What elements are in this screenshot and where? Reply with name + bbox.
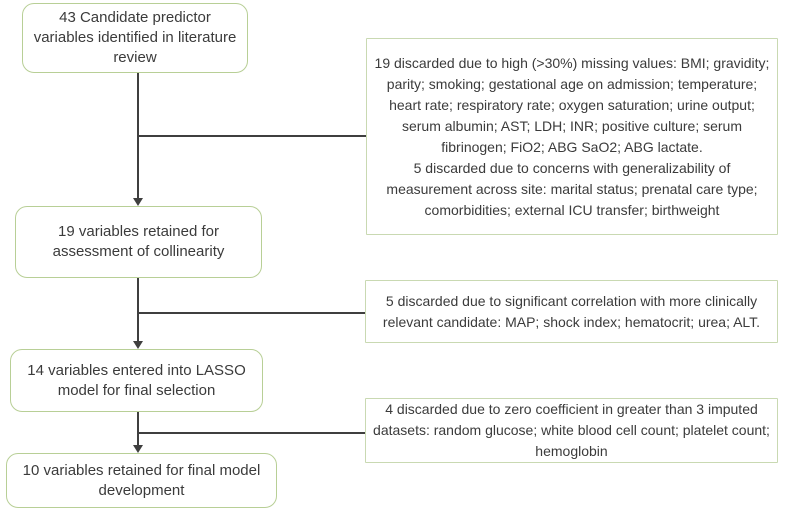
flow-box-collinearity-assessment: 19 variables retained for assessment of … <box>15 206 262 278</box>
connector-line-3 <box>137 412 139 445</box>
arrowhead-down-1-icon <box>133 198 143 206</box>
flow-box-collinearity-assessment-label: 19 variables retained for assessment of … <box>52 223 225 260</box>
flow-box-final-model: 10 variables retained for final model de… <box>6 453 277 508</box>
branch-line-3 <box>137 432 365 434</box>
side-box-zero-coefficient: 4 discarded due to zero coefficient in g… <box>365 398 778 463</box>
connector-line-2 <box>137 278 139 341</box>
side-box-missing-values-text: 19 discarded due to high (>30%) missing … <box>374 54 770 155</box>
arrowhead-down-3-icon <box>133 445 143 453</box>
branch-line-2 <box>137 312 365 314</box>
flow-box-candidate-variables: 43 Candidate predictor variables identif… <box>22 3 248 73</box>
side-box-correlation: 5 discarded due to significant correlati… <box>365 280 778 343</box>
flow-box-candidate-variables-label: 43 Candidate predictor variables identif… <box>33 9 237 66</box>
arrowhead-down-2-icon <box>133 341 143 349</box>
side-box-generalizability-text: 5 discarded due to concerns with general… <box>386 159 758 218</box>
flow-box-lasso-selection-label: 14 variables entered into LASSO model fo… <box>27 361 246 399</box>
side-box-correlation-text: 5 discarded due to significant correlati… <box>382 292 761 330</box>
side-box-missing-values: 19 discarded due to high (>30%) missing … <box>366 38 778 235</box>
flow-box-lasso-selection: 14 variables entered into LASSO model fo… <box>10 349 263 412</box>
side-box-zero-coefficient-text: 4 discarded due to zero coefficient in g… <box>373 401 770 459</box>
flow-box-final-model-label: 10 variables retained for final model de… <box>22 461 261 499</box>
branch-line-1 <box>137 135 366 137</box>
